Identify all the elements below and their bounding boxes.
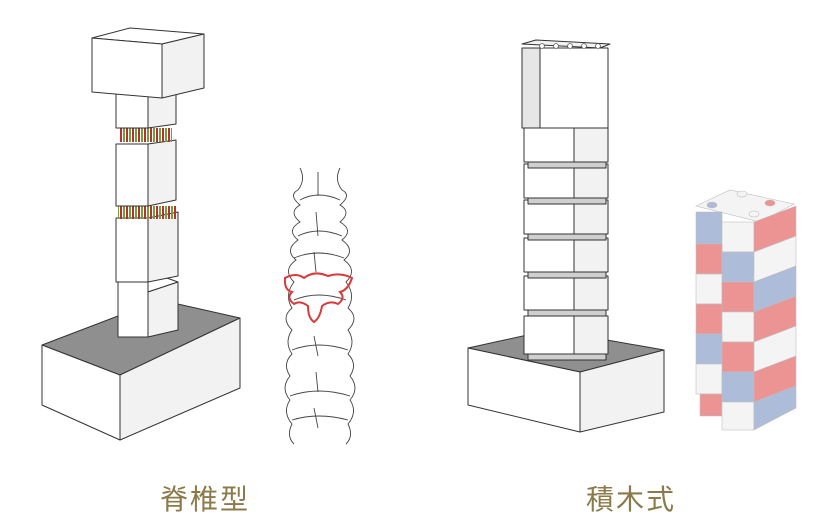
vertebral-column-illustration [283, 167, 356, 445]
spine-tower-illustration [41, 27, 241, 441]
stacked-block-tower-illustration [467, 39, 665, 433]
caption-spine-type: 脊椎型 [160, 483, 251, 516]
lego-column-illustration [695, 189, 797, 431]
caption-block-type: 積木式 [586, 483, 677, 516]
